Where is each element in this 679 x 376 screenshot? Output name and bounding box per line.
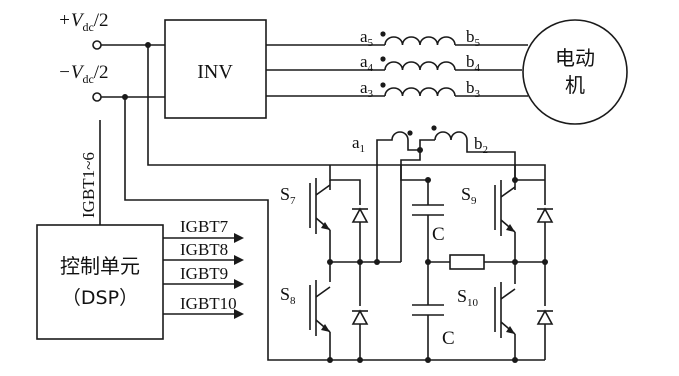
- label-b3: b3: [466, 78, 481, 100]
- supply-negative-label: −Vdc/2: [58, 62, 109, 86]
- label-s10: S10: [457, 286, 479, 309]
- motor-circle: [522, 19, 628, 125]
- winding-a3b3: [380, 82, 456, 97]
- label-s9: S9: [461, 184, 477, 207]
- bridge-right-leg: [494, 165, 554, 363]
- supply-positive-label: +Vdc/2: [58, 10, 109, 34]
- winding-a4b4: [380, 56, 456, 71]
- phase-lines: [266, 44, 528, 97]
- label-b4: b4: [466, 52, 481, 74]
- controller-label-line2: （DSP）: [62, 287, 138, 309]
- label-a4: a4: [360, 52, 374, 74]
- igbt9-label: IGBT9: [180, 264, 228, 283]
- label-s8: S8: [280, 284, 296, 307]
- label-b2: b2: [474, 134, 488, 156]
- capacitor-column: [400, 165, 444, 363]
- label-b5: b5: [466, 27, 481, 49]
- positive-terminal: [92, 40, 102, 50]
- igbt10-label: IGBT10: [180, 294, 237, 313]
- negative-terminal: [92, 92, 102, 102]
- winding-a5b5: [380, 31, 456, 46]
- balancing-resistor: [428, 254, 545, 270]
- capacitor-label-lower: C: [442, 328, 455, 349]
- controller-block: [36, 224, 164, 340]
- igbt7-label: IGBT7: [180, 217, 229, 236]
- igbt8-label: IGBT8: [180, 240, 228, 259]
- label-a3: a3: [360, 78, 374, 100]
- label-s7: S7: [280, 184, 296, 207]
- motor-label-line2: 机: [565, 73, 585, 97]
- bridge-left-leg: [309, 165, 401, 363]
- label-a5: a5: [360, 27, 374, 49]
- capacitor-label-upper: C: [432, 224, 445, 245]
- svg-text:−Vdc/2: −Vdc/2: [58, 62, 109, 86]
- inverter-block: [164, 19, 267, 119]
- igbt-output-arrows: [163, 233, 244, 319]
- label-a1: a1: [352, 133, 365, 155]
- igbt-bus-label: IGBT1~6: [79, 152, 98, 218]
- supply-wires: [101, 42, 546, 361]
- inverter-label: INV: [197, 61, 233, 83]
- controller-label-line1: 控制单元: [60, 254, 140, 278]
- svg-text:+Vdc/2: +Vdc/2: [58, 10, 109, 34]
- motor-label-line1: 电动: [555, 46, 595, 70]
